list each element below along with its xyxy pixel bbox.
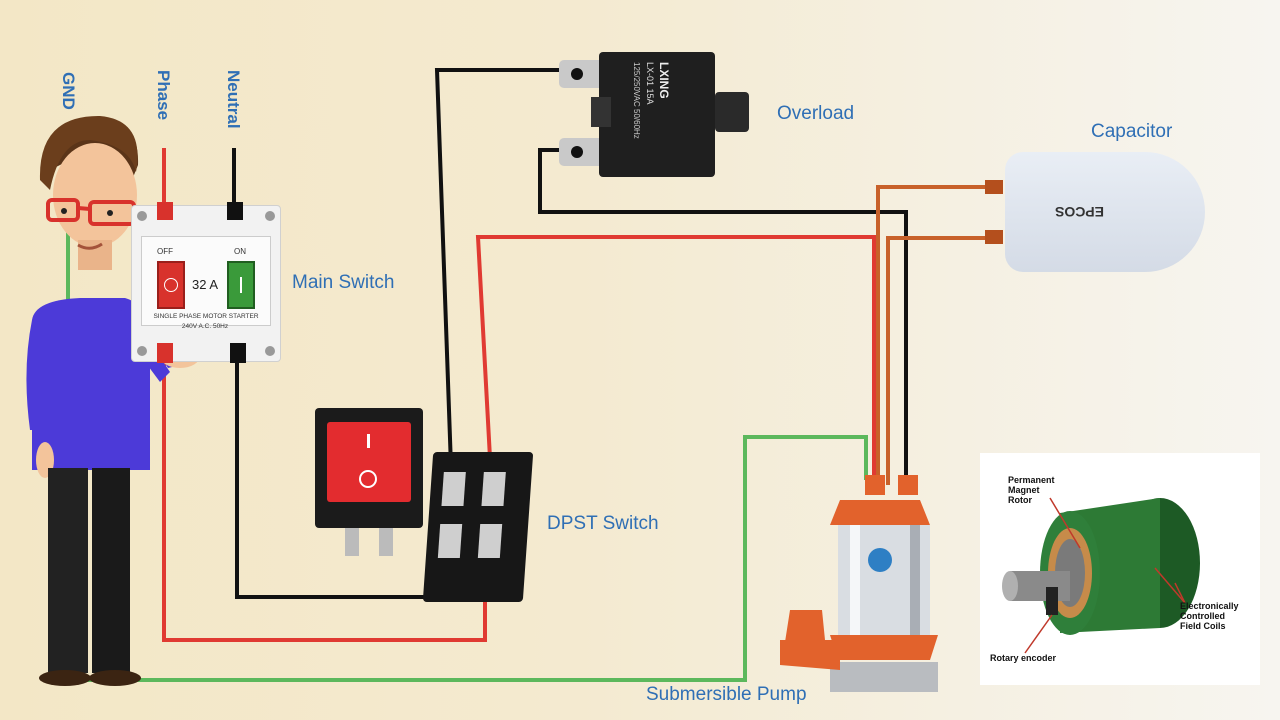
capacitor-device: EPCOS [985,152,1207,272]
dpst-terminal-icon [437,524,463,558]
capacitor-label: Capacitor [1091,121,1173,142]
screw-icon [265,211,275,221]
bldc-motor-illustration [1002,497,1200,654]
reset-button[interactable] [715,92,749,132]
phase-label: Phase [154,70,173,121]
on-bar-icon [240,277,242,293]
submersible-pump-label: Submersible Pump [646,684,807,705]
capacitor-wire-2 [886,236,1000,485]
capacitor-terminal [985,230,1003,244]
rocker-pin-icon [379,528,393,556]
dpst-switch-label: DPST Switch [547,513,659,534]
submersible-pump [780,475,938,692]
on-button[interactable] [227,261,255,309]
capacitor-terminal [985,180,1003,194]
dpst-terminal-icon [481,472,506,506]
screw-icon [137,211,147,221]
overload-brand: LXING [657,62,671,99]
main-switch-label: Main Switch [292,272,395,293]
overload-model: LX-01 15A [645,62,655,105]
starter-line1: SINGLE PHASE MOTOR STARTER [153,313,259,320]
starter-panel: OFF ON 32 A SINGLE PHASE MOTOR STARTER [141,236,271,326]
dpst-to-pump-wire [475,235,876,496]
overload-body: LXING LX-01 15A 125/250VAC 50/60Hz [591,52,715,177]
field-coils-label: Electronically Controlled Field Coils [1180,601,1239,631]
screw-icon [137,346,147,356]
dpst-to-overload-wire [434,68,575,496]
capacitor-wire-1 [876,185,1000,485]
neutral-label: Neutral [224,70,243,129]
dpst-terminal-icon [441,472,466,506]
presenter-figure [26,115,200,686]
off-circle-icon [164,278,178,292]
overload-label: Overload [777,103,855,124]
dpst-switch-back [422,452,534,602]
phase-out-terminal [157,343,173,363]
terminal-hole-icon [571,68,583,80]
neutral-out-terminal [230,343,246,363]
rotary-encoder-label: Rotary encoder [990,653,1057,663]
rocker-switch-front [315,408,423,558]
rating-label: 32 A [192,277,219,292]
screw-icon [265,346,275,356]
on-label: ON [234,247,246,256]
phase-terminal [157,202,173,220]
rocker-off-mark-icon [359,470,377,488]
gnd-label: GND [59,72,78,110]
motor-inset: Permanent Magnet Rotor Electronically Co… [980,453,1260,685]
main-switch-device: OFF ON 32 A SINGLE PHASE MOTOR STARTER 2… [131,202,281,363]
terminal-hole-icon [571,146,583,158]
rocker-on-mark-icon [367,434,370,448]
capacitor-body: EPCOS [1005,152,1205,272]
rocker-button[interactable] [327,422,411,502]
rotor-label: Permanent Magnet Rotor [1008,475,1055,505]
dpst-terminal-icon [477,524,503,558]
overload-to-pump-wire [538,148,908,485]
rocker-pin-icon [345,528,359,556]
overload-spec: 125/250VAC 50/60Hz [632,62,641,139]
capacitor-brand: EPCOS [1055,204,1105,220]
off-label: OFF [157,247,173,256]
overload-notch [591,97,611,127]
overload-device: LXING LX-01 15A 125/250VAC 50/60Hz [557,52,757,177]
off-button[interactable] [157,261,185,309]
neutral-terminal [227,202,243,220]
starter-line2: 240V A.C. 50Hz [181,323,229,330]
